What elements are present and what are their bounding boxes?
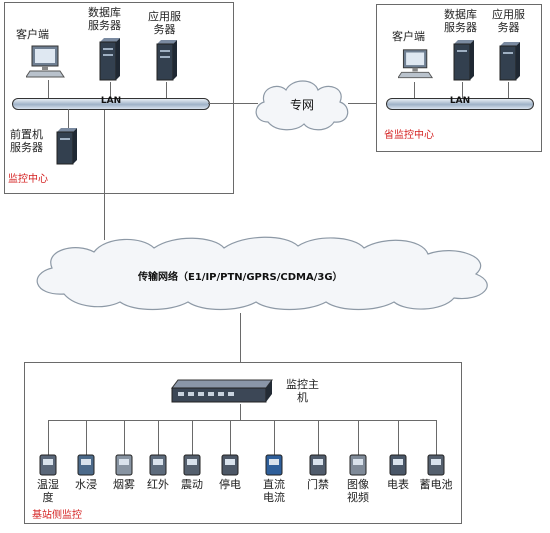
water-leak-sensor-icon bbox=[77, 454, 95, 476]
sensor-label: 直流 电流 bbox=[263, 478, 285, 504]
sensor-label: 门禁 bbox=[307, 478, 329, 491]
monitoring-host-icon bbox=[171, 379, 273, 403]
sensor-link bbox=[318, 420, 319, 456]
sensor-label: 水浸 bbox=[75, 478, 97, 491]
private-network-label: 专网 bbox=[290, 98, 315, 112]
smoke-detector-icon bbox=[115, 454, 133, 476]
dc-current-sensor-icon bbox=[265, 454, 283, 476]
sensor-link bbox=[358, 420, 359, 456]
transport-to-host-link bbox=[240, 313, 241, 363]
client-label: 客户端 bbox=[16, 28, 49, 41]
client-lan-link bbox=[48, 80, 49, 98]
transport-network-label: 传输网络（E1/IP/PTN/GPRS/CDMA/3G） bbox=[138, 272, 343, 283]
vibration-sensor-icon bbox=[183, 454, 201, 476]
infrared-sensor-icon bbox=[149, 454, 167, 476]
door-access-icon bbox=[309, 454, 327, 476]
sensor-label: 温湿 度 bbox=[37, 478, 59, 504]
right-db-lan-link bbox=[462, 82, 463, 98]
sensor-link bbox=[230, 420, 231, 456]
app-lan-link bbox=[166, 82, 167, 98]
left-lan-label: LAN bbox=[100, 96, 122, 106]
monitoring-center-title: 监控中心 bbox=[8, 174, 48, 185]
monitoring-host-label: 监控主 机 bbox=[286, 378, 319, 404]
right-database-server-label: 数据库 服务器 bbox=[444, 8, 477, 34]
right-lan-bus: LAN bbox=[386, 96, 534, 110]
right-app-lan-link bbox=[508, 82, 509, 98]
center-to-transport-link bbox=[104, 110, 105, 240]
database-server-icon bbox=[99, 38, 120, 81]
sensor-link bbox=[436, 420, 437, 456]
provincial-center-title: 省监控中心 bbox=[384, 130, 434, 141]
sensor-link bbox=[124, 420, 125, 456]
right-application-server-icon bbox=[499, 42, 520, 81]
database-server-label: 数据库 服务器 bbox=[88, 6, 121, 32]
left-lan-bus: LAN bbox=[12, 96, 210, 110]
sensor-link bbox=[86, 420, 87, 456]
cloud-to-right-lan-link bbox=[348, 103, 388, 104]
front-server-lan-link bbox=[68, 109, 69, 129]
sensor-link bbox=[274, 420, 275, 456]
client-computer-icon bbox=[26, 45, 65, 78]
right-client-label: 客户端 bbox=[392, 30, 425, 43]
sensor-label: 电表 bbox=[387, 478, 409, 491]
right-lan-label: LAN bbox=[449, 96, 471, 106]
right-database-server-icon bbox=[453, 40, 474, 81]
power-outage-sensor-icon bbox=[221, 454, 239, 476]
right-application-server-label: 应用服 务器 bbox=[492, 8, 525, 34]
video-camera-icon bbox=[349, 454, 367, 476]
front-server-label: 前置机 服务器 bbox=[10, 128, 43, 154]
sensor-link bbox=[398, 420, 399, 456]
base-station-title: 基站侧监控 bbox=[32, 510, 82, 521]
temperature-humidity-sensor-icon bbox=[39, 454, 57, 476]
right-client-computer-icon bbox=[398, 49, 434, 79]
host-bus-drop bbox=[240, 404, 241, 420]
sensor-link bbox=[158, 420, 159, 456]
front-server-icon bbox=[56, 128, 77, 165]
battery-icon bbox=[427, 454, 445, 476]
right-client-lan-link bbox=[414, 82, 415, 98]
sensor-label: 图像 视频 bbox=[347, 478, 369, 504]
transport-network-cloud bbox=[36, 236, 488, 311]
sensor-label: 红外 bbox=[147, 478, 169, 491]
sensor-label: 停电 bbox=[219, 478, 241, 491]
sensor-link bbox=[48, 420, 49, 456]
sensor-label: 蓄电池 bbox=[419, 478, 453, 491]
application-server-label: 应用服 务器 bbox=[148, 10, 181, 36]
sensor-label: 烟雾 bbox=[113, 478, 135, 491]
application-server-icon bbox=[156, 40, 177, 81]
sensor-label: 震动 bbox=[181, 478, 203, 491]
electric-meter-icon bbox=[389, 454, 407, 476]
sensor-bus bbox=[48, 420, 436, 421]
sensor-link bbox=[192, 420, 193, 456]
db-lan-link bbox=[110, 82, 111, 98]
private-network-cloud bbox=[255, 80, 349, 131]
left-lan-to-cloud-link bbox=[208, 103, 258, 104]
